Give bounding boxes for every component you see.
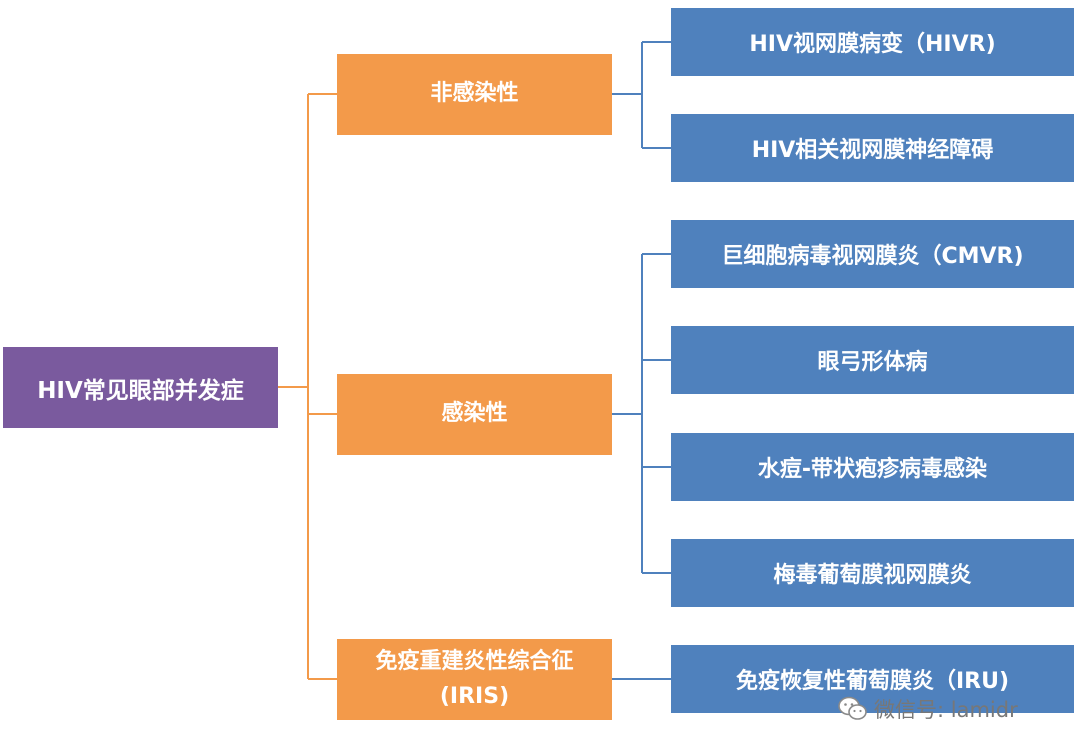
leaf-label: 免疫恢复性葡萄膜炎（IRU) <box>735 669 1010 694</box>
watermark: 微信号: lamidr <box>838 693 1068 725</box>
category-label-line2: (IRIS) <box>439 683 510 709</box>
category-iris: 免疫重建炎性综合征 (IRIS) <box>337 639 612 720</box>
leaf-syphilis: 梅毒葡萄膜视网膜炎 <box>671 539 1074 607</box>
root-node: HIV常见眼部并发症 <box>3 347 278 428</box>
category-infectious: 感染性 <box>337 374 612 455</box>
wechat-icon <box>838 696 867 720</box>
leaf-label: 巨细胞病毒视网膜炎（CMVR) <box>721 244 1024 269</box>
leaf-iru: 免疫恢复性葡萄膜炎（IRU) <box>671 645 1074 713</box>
category-non-infectious: 非感染性 <box>337 54 612 135</box>
leaf-label: 水痘-带状疱疹病毒感染 <box>757 457 988 482</box>
leaf-hivr: HIV视网膜病变（HIVR) <box>671 8 1074 76</box>
leaf-label: 眼弓形体病 <box>817 350 928 375</box>
leaf-hiv-neuroretinal: HIV相关视网膜神经障碍 <box>671 114 1074 182</box>
leaf-vzv: 水痘-带状疱疹病毒感染 <box>671 433 1074 501</box>
category-label: 感染性 <box>441 401 508 427</box>
leaf-label: 梅毒葡萄膜视网膜炎 <box>773 563 972 588</box>
watermark-text: 微信号: lamidr <box>874 698 1018 722</box>
category-label: 非感染性 <box>430 81 519 107</box>
leaf-label: HIV视网膜病变（HIVR) <box>749 32 996 57</box>
leaf-label: HIV相关视网膜神经障碍 <box>751 138 994 163</box>
leaf-toxoplasmosis: 眼弓形体病 <box>671 326 1074 394</box>
root-label: HIV常见眼部并发症 <box>37 377 244 404</box>
category-label: 免疫重建炎性综合征 <box>375 649 574 675</box>
leaf-cmvr: 巨细胞病毒视网膜炎（CMVR) <box>671 220 1074 288</box>
